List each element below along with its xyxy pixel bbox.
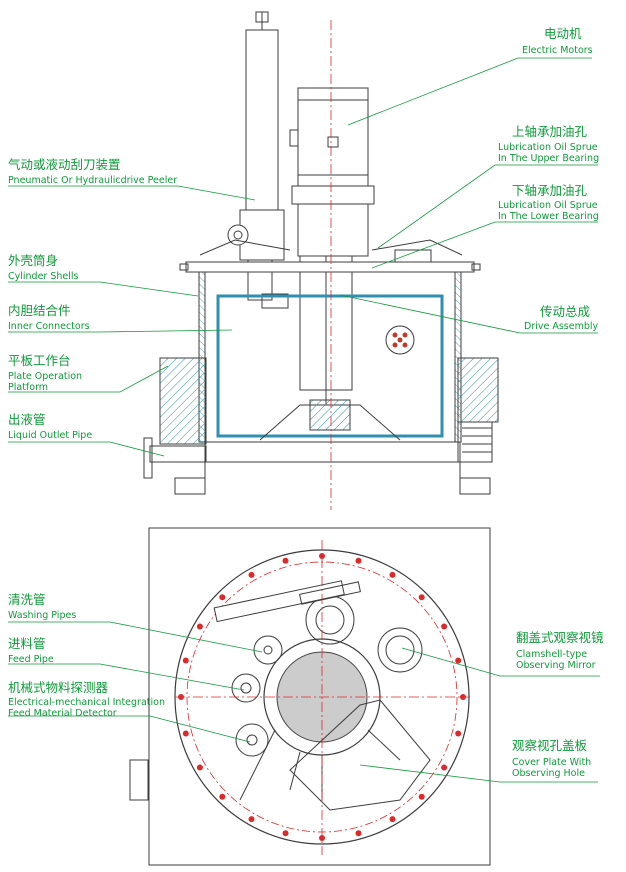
leader-upper-sprue <box>377 164 598 249</box>
label-cover-plate-zh: 观察视孔盖板 <box>512 738 588 753</box>
label-detector-zh: 机械式物料探测器 <box>8 680 109 695</box>
leader-washing-pipes <box>8 621 263 653</box>
bolt-hole <box>455 657 462 664</box>
leader-feed-pipe <box>8 663 245 691</box>
bolt-hole <box>196 623 203 630</box>
label-liquid-outlet-zh: 出液管 <box>8 412 46 427</box>
label-detector-en1: Electrical-mechanical Integration <box>8 697 165 708</box>
washing-pipe-port <box>253 635 283 665</box>
bolt-holes <box>178 553 466 841</box>
leader-inner-connectors <box>8 329 233 333</box>
leader-electric-motors <box>347 57 592 126</box>
label-feed-pipe-en: Feed Pipe <box>8 654 54 665</box>
label-drive-assembly-zh: 传动总成 <box>540 304 591 319</box>
bolt-hole <box>418 793 425 800</box>
label-plate-platform-zh: 平板工作台 <box>8 353 71 368</box>
bolt-hole <box>355 830 362 837</box>
label-upper-sprue-en2: In The Upper Bearing <box>498 153 600 164</box>
label-inner-connectors-zh: 内胆结合件 <box>8 303 71 318</box>
label-peeler-zh: 气动或液动刮刀装置 <box>8 157 121 172</box>
bolt-hole <box>182 657 189 664</box>
feed-pipe-port <box>231 673 261 703</box>
label-plate-platform-en1: Plate Operation <box>8 371 83 382</box>
peeler-cylinder <box>245 29 279 221</box>
platform-left <box>159 357 207 445</box>
clamshell-mirror <box>377 627 423 673</box>
platform-right <box>457 357 499 423</box>
label-electric-motors-en: Electric Motors <box>522 45 593 56</box>
label-lower-sprue-zh: 下轴承加油孔 <box>512 183 588 198</box>
label-drive-assembly-en: Drive Assembly <box>524 321 599 332</box>
bolt-hole <box>441 764 448 771</box>
label-liquid-outlet-en: Liquid Outlet Pipe <box>8 430 93 441</box>
plan-view <box>129 527 491 866</box>
label-feed-pipe-zh: 进料管 <box>8 636 46 651</box>
label-cylinder-shells-en: Cylinder Shells <box>8 271 79 282</box>
leader-lower-sprue <box>371 221 598 269</box>
bolt-hole <box>219 793 226 800</box>
bolt-hole <box>196 764 203 771</box>
label-upper-sprue-en1: Lubrication Oil Sprue <box>498 142 598 153</box>
leader-peeler <box>8 185 256 201</box>
label-washing-pipes-en: Washing Pipes <box>8 610 77 621</box>
leader-lines <box>8 57 600 783</box>
peeler-plan <box>305 595 355 645</box>
bolt-hole <box>389 816 396 823</box>
leader-liquid-outlet <box>8 441 165 457</box>
bolt-hole <box>355 557 362 564</box>
label-electric-motors-zh: 电动机 <box>544 26 582 41</box>
detector-port <box>235 723 269 757</box>
peeler-hub <box>227 224 249 246</box>
elevation-view <box>143 11 499 495</box>
liquid-outlet-pipe <box>149 445 207 463</box>
label-plate-platform-en2: Platform <box>8 382 49 393</box>
label-cover-plate-en1: Cover Plate With <box>512 757 592 768</box>
bolt-hole <box>282 830 289 837</box>
base-plate <box>148 527 491 866</box>
label-washing-pipes-zh: 清洗管 <box>8 592 46 607</box>
label-inner-connectors-en: Inner Connectors <box>8 321 90 332</box>
bolt-hole <box>389 571 396 578</box>
bolt-hole <box>319 553 325 559</box>
leader-drive-assembly <box>339 294 598 334</box>
bolt-hole <box>441 623 448 630</box>
top-cover <box>185 261 475 273</box>
label-cover-plate-en2: Observing Hole <box>512 768 585 779</box>
bolt-hole <box>182 730 189 737</box>
label-peeler-en: Pneumatic Or Hydraulicdrive Peeler <box>8 175 178 186</box>
bolt-hole <box>248 816 255 823</box>
label-upper-sprue-zh: 上轴承加油孔 <box>512 124 588 139</box>
inner-basket <box>216 294 444 438</box>
bolt-hole <box>248 571 255 578</box>
leader-clamshell-mirror <box>401 647 600 677</box>
bolt-hole <box>282 557 289 564</box>
label-clamshell-mirror-en2: Observing Mirror <box>516 660 596 671</box>
leader-plate-platform <box>8 365 169 393</box>
label-lower-sprue-en1: Lubrication Oil Sprue <box>498 200 598 211</box>
label-clamshell-mirror-zh: 翻盖式观察视镜 <box>516 630 604 645</box>
bolt-hole <box>219 594 226 601</box>
leader-cylinder-shells <box>8 281 199 297</box>
label-detector-en2: Feed Material Detector <box>8 708 117 719</box>
leader-cover-plate <box>359 764 598 783</box>
leader-detector <box>8 715 251 743</box>
bolt-hole <box>418 594 425 601</box>
label-lower-sprue-en2: In The Lower Bearing <box>498 211 599 222</box>
cover-plate <box>289 699 431 811</box>
bolt-hole <box>455 730 462 737</box>
label-cylinder-shells-zh: 外壳筒身 <box>8 253 59 268</box>
label-clamshell-mirror-en1: Clamshell-type <box>516 649 588 660</box>
